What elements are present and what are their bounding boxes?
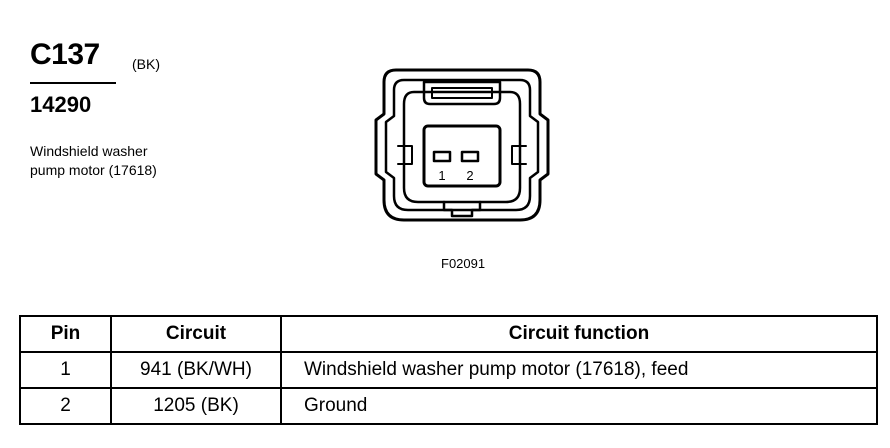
connector-seal-ring bbox=[402, 90, 522, 204]
pin-2-label: 2 bbox=[466, 168, 473, 183]
column-header-pin: Pin bbox=[19, 315, 112, 353]
table-header-row: Pin Circuit Circuit function bbox=[19, 315, 878, 353]
function-cell: Ground bbox=[280, 387, 878, 425]
locking-tab bbox=[422, 80, 502, 106]
connector-description: Windshield washer pump motor (17618) bbox=[30, 142, 230, 180]
connector-inner-shell bbox=[384, 78, 540, 212]
figure-id: F02091 bbox=[441, 256, 486, 271]
bottom-latch bbox=[442, 200, 482, 218]
pin-cavity-housing bbox=[422, 124, 502, 188]
side-lug-left bbox=[397, 145, 413, 165]
function-cell: Windshield washer pump motor (17618), fe… bbox=[280, 351, 878, 389]
circuit-cell: 941 (BK/WH) bbox=[110, 351, 282, 389]
pin-1-cavity bbox=[432, 150, 452, 163]
circuit-cell: 1205 (BK) bbox=[110, 387, 282, 425]
color-code: (BK) bbox=[132, 56, 160, 72]
description-line-2: pump motor (17618) bbox=[30, 162, 157, 178]
table-row: 1 941 (BK/WH) Windshield washer pump mot… bbox=[19, 351, 878, 389]
pin-table: Pin Circuit Circuit function 1 941 (BK/W… bbox=[19, 315, 878, 425]
column-header-function: Circuit function bbox=[280, 315, 878, 353]
pin-cell: 2 bbox=[19, 387, 112, 425]
connector-outer-shell bbox=[374, 68, 550, 222]
side-lug-right bbox=[511, 145, 527, 165]
part-number: 14290 bbox=[30, 92, 92, 117]
column-header-circuit: Circuit bbox=[110, 315, 282, 353]
table-row: 2 1205 (BK) Ground bbox=[19, 387, 878, 425]
connector-face-drawing: 1 2 bbox=[374, 68, 550, 222]
connector-id: C137 bbox=[30, 38, 100, 71]
description-line-1: Windshield washer bbox=[30, 143, 148, 159]
connector-id-underline bbox=[30, 82, 116, 84]
pin-cell: 1 bbox=[19, 351, 112, 389]
pin-1-label: 1 bbox=[438, 168, 445, 183]
locking-tab-inner bbox=[431, 87, 493, 99]
pin-2-cavity bbox=[460, 150, 480, 163]
